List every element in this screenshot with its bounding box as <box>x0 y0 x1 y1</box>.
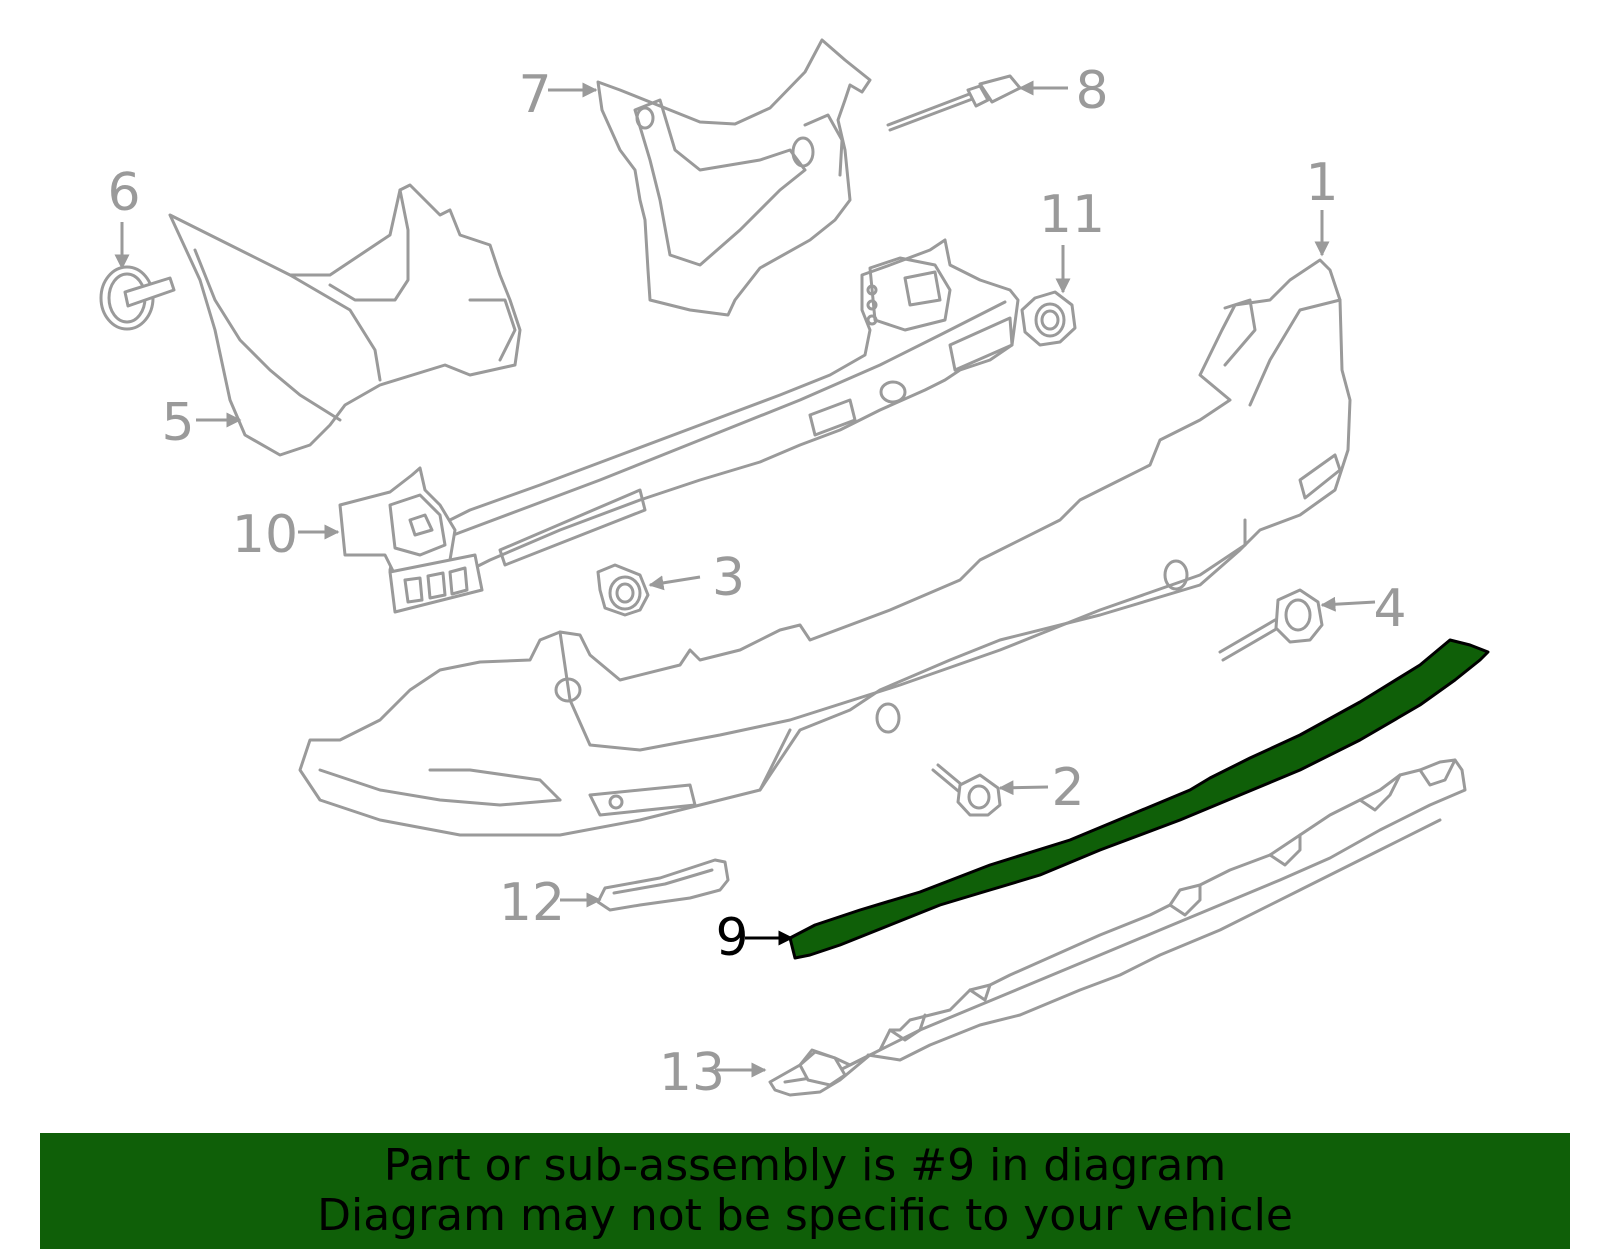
callout-2: 2 <box>1051 758 1084 818</box>
callout-13: 13 <box>659 1043 725 1103</box>
banner-line-2: Diagram may not be specific to your vehi… <box>317 1190 1293 1241</box>
callout-1: 1 <box>1305 153 1338 213</box>
part-5-splash-shield <box>168 183 522 457</box>
arrow-2 <box>998 780 1049 796</box>
part-9-highlighted-strip <box>788 638 1490 960</box>
part-13-skid-plate <box>768 758 1467 1097</box>
callout-3: 3 <box>712 548 745 608</box>
part-10-left-bracket <box>338 466 484 614</box>
part-7-bracket <box>596 38 872 317</box>
callout-10: 10 <box>232 505 298 565</box>
callout-11: 11 <box>1039 185 1105 245</box>
callout-7: 7 <box>518 65 551 125</box>
part-11-nut <box>1020 290 1077 347</box>
info-banner: Part or sub-assembly is #9 in diagram Di… <box>40 1133 1570 1249</box>
callout-6: 6 <box>107 163 140 223</box>
part-10-reinforcement-beam <box>388 238 1020 607</box>
callout-4: 4 <box>1373 579 1406 639</box>
callout-8: 8 <box>1075 61 1108 121</box>
part-4-sensor-retainer <box>1218 588 1324 662</box>
arrow-4 <box>1320 596 1376 612</box>
part-1-bumper-cover <box>298 258 1352 837</box>
banner-line-1: Part or sub-assembly is #9 in diagram <box>383 1140 1227 1191</box>
part-6-push-pin <box>99 265 176 331</box>
part-8-rivet <box>886 74 1022 132</box>
callout-12: 12 <box>499 873 565 933</box>
part-3-clip <box>596 563 650 617</box>
arrow-3 <box>648 575 701 591</box>
part-2-screw <box>931 763 1002 817</box>
part-12-reflector <box>596 858 730 912</box>
callout-5: 5 <box>161 393 194 453</box>
callout-9: 9 <box>715 908 748 968</box>
